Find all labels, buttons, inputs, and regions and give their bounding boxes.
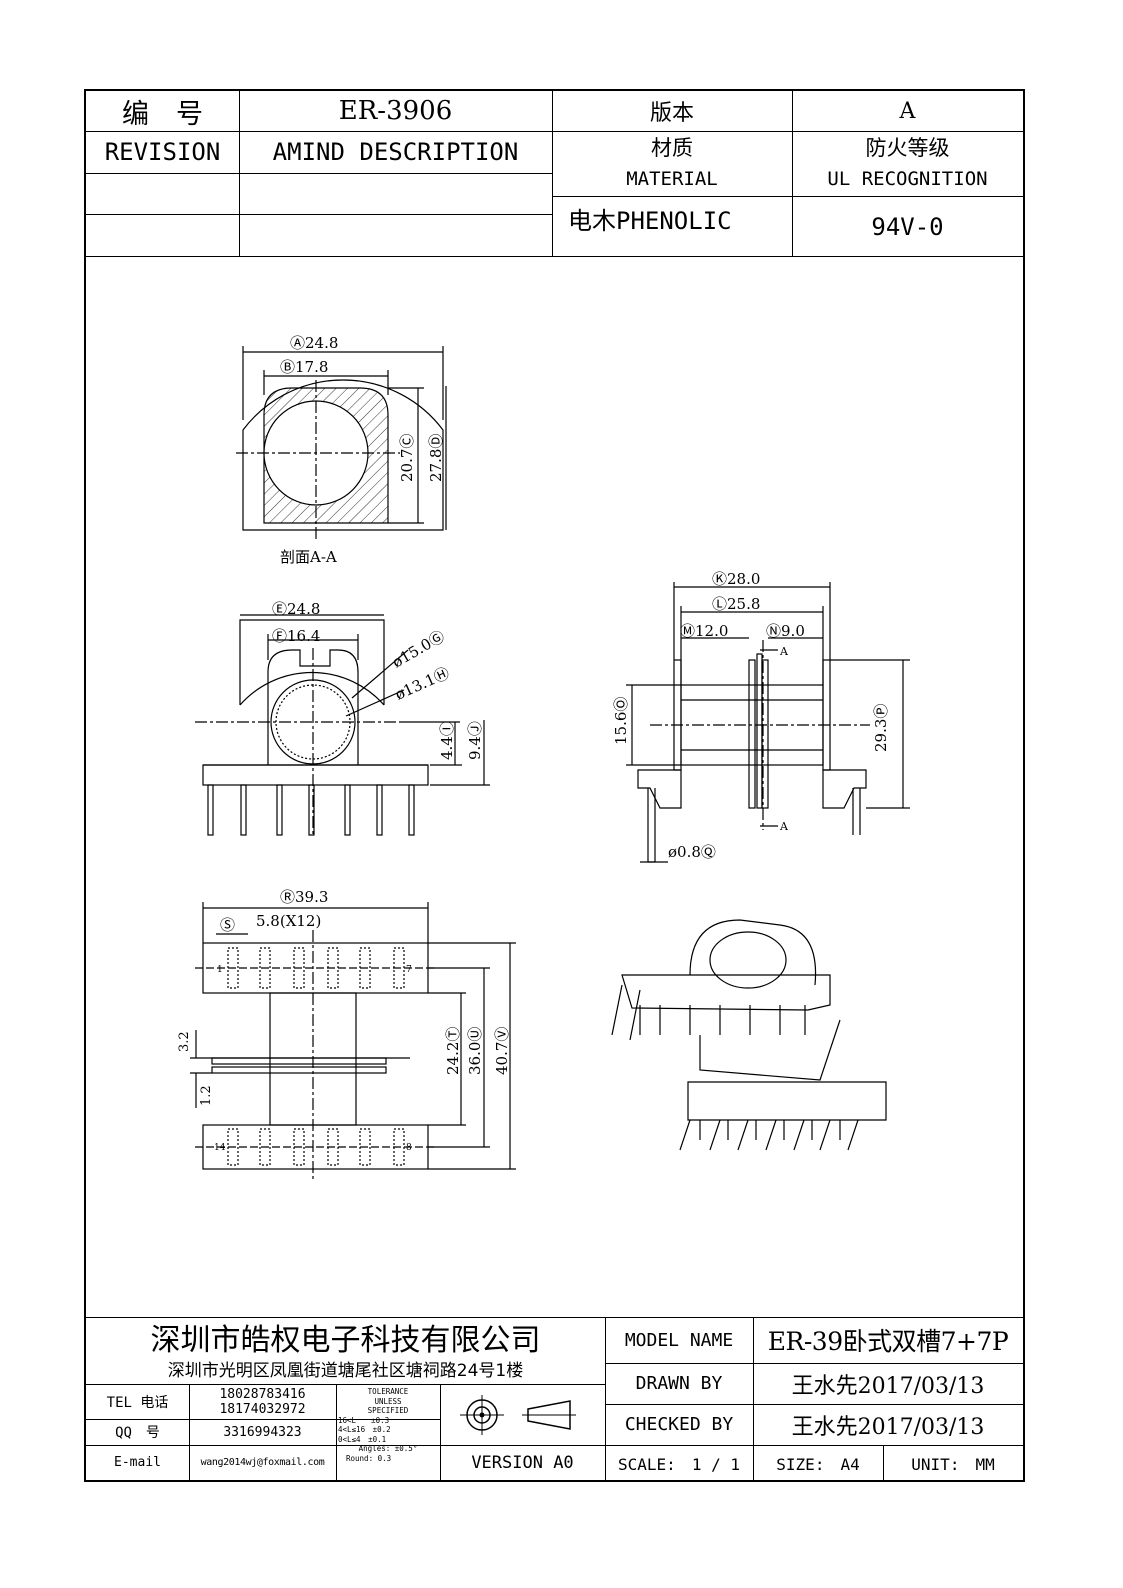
fire-value: 94V-0 bbox=[871, 213, 944, 241]
email-value: wang2014wj@foxmail.com bbox=[200, 1457, 325, 1468]
tel-value-1: 18028783416 bbox=[219, 1386, 306, 1402]
tolerance-line: Angles: ±0.5° bbox=[358, 1444, 418, 1453]
tolerance-line: UNLESS bbox=[374, 1396, 402, 1406]
tolerance-line: SPECIFIED bbox=[367, 1406, 409, 1415]
version-value: A bbox=[899, 98, 916, 124]
drawn-label: DRAWN BY bbox=[635, 1373, 723, 1394]
company-name: 深圳市皓权电子科技有限公司 bbox=[150, 1323, 541, 1358]
tolerance-line: TOLERANCE bbox=[367, 1387, 409, 1396]
scale-value: SCALE: 1 / 1 bbox=[618, 1454, 740, 1474]
size-value: SIZE: A4 bbox=[776, 1454, 860, 1474]
model-value: ER-39卧式双槽7+7P bbox=[767, 1327, 1009, 1356]
tel-label: TEL 电话 bbox=[106, 1394, 169, 1411]
amind-label: AMIND DESCRIPTION bbox=[272, 138, 519, 166]
email-label: E-mail bbox=[114, 1455, 161, 1470]
drawn-value: 王水先2017/03/13 bbox=[791, 1373, 985, 1399]
number-value: ER-3906 bbox=[338, 96, 453, 126]
material-cn-label: 材质 bbox=[651, 136, 693, 160]
tolerance-line: 4<L≤16 ±0.2 bbox=[338, 1425, 391, 1434]
qq-label: QQ 号 bbox=[115, 1425, 160, 1441]
tolerance-line: 16<L ±0.3 bbox=[338, 1415, 390, 1425]
version-label: 版本 bbox=[649, 101, 694, 126]
number-label: 编 号 bbox=[122, 98, 203, 130]
material-value: 电木PHENOLIC bbox=[568, 206, 732, 235]
fire-cn-label: 防火等级 bbox=[865, 136, 950, 160]
model-label: MODEL NAME bbox=[624, 1329, 734, 1351]
revision-label: REVISION bbox=[104, 138, 221, 166]
company-address: 深圳市光明区凤凰街道塘尾社区塘祠路24号1楼 bbox=[167, 1360, 524, 1381]
projection-symbol bbox=[460, 1395, 576, 1435]
drawing-sheet: 编 号 ER-3906 版本 A REVISION AMIND DESCRIPT… bbox=[84, 89, 1025, 1482]
tolerance-line: Round: 0.3 bbox=[346, 1453, 392, 1463]
tolerance-line: 0<L≤4 ±0.1 bbox=[338, 1434, 387, 1444]
qq-value: 3316994323 bbox=[223, 1424, 302, 1440]
fire-en-label: UL RECOGNITION bbox=[827, 168, 988, 190]
checked-value: 王水先2017/03/13 bbox=[791, 1414, 985, 1440]
version-a0: VERSION A0 bbox=[471, 1452, 574, 1473]
checked-label: CHECKED BY bbox=[624, 1414, 734, 1435]
material-en-label: MATERIAL bbox=[626, 168, 718, 190]
tel-value-2: 18174032972 bbox=[219, 1401, 306, 1417]
tolerance-block: TOLERANCE UNLESS SPECIFIED 16<L ±0.3 4<L… bbox=[338, 1387, 438, 1463]
unit-value: UNIT: MM bbox=[911, 1454, 995, 1474]
